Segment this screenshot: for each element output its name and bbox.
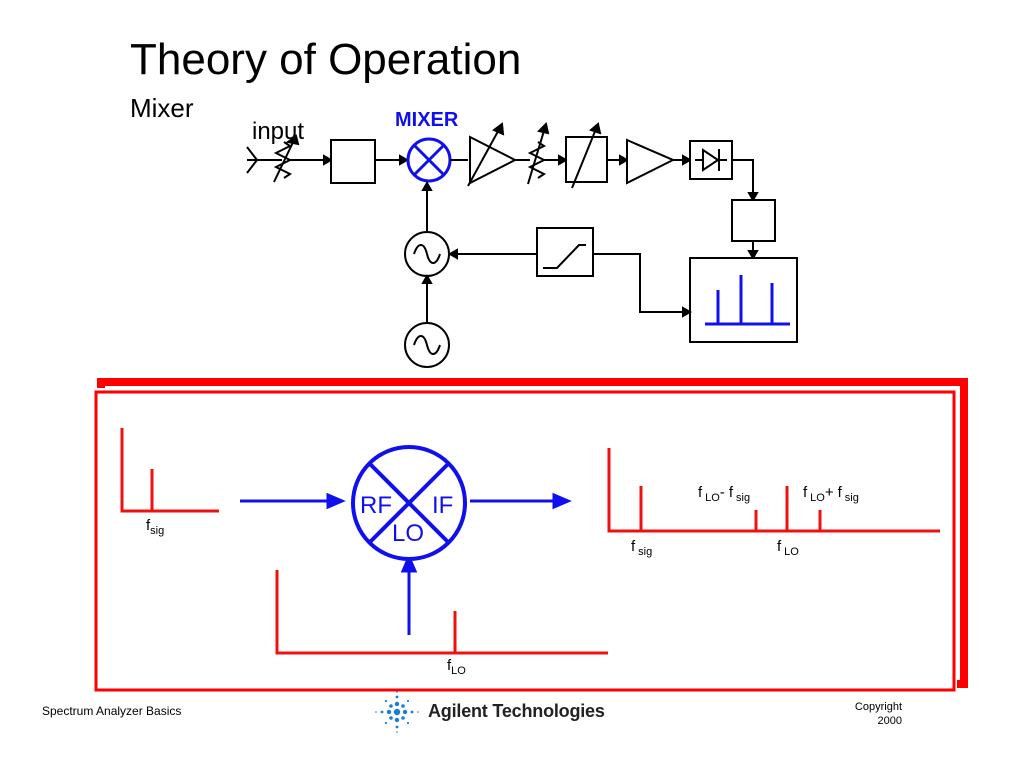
input-fsig-label: fsig [146,517,164,537]
mixer-symbol-icon [351,445,467,561]
lo-spectrum-plot [275,570,608,655]
if-gain-amplifier-icon [467,122,518,187]
local-oscillator-icon [404,231,450,277]
copyright-year: 2000 [877,715,902,727]
if-filter-icon [565,122,608,189]
lo-flo-label: fLO [447,657,466,677]
slide-title: Theory of Operation [130,35,522,84]
reference-oscillator-icon [404,322,450,368]
low-pass-filter-box [330,139,376,184]
log-amplifier-icon [626,138,676,185]
envelope-detector-icon [689,140,733,180]
copyright-line: Copyright [854,701,902,713]
agilent-technologies-logo-text: Agilent Technologies [428,701,605,721]
mixer-label: MIXER [395,109,459,131]
red-frame [94,378,968,692]
copyright-notice: Copyright 2000 [830,700,902,728]
if-attenuator-icon [527,122,550,185]
slide-subtitle: Mixer [130,93,194,123]
output-spectrum-plot [607,448,940,533]
input-label: input [252,118,304,145]
antenna-icon [246,146,268,174]
mixer-if-port: IF [432,492,453,519]
input-attenuator-icon [273,134,300,183]
input-spectrum-plot [120,428,219,513]
mixer-rf-port: RF [360,492,392,519]
spectrum-analyzer-block-diagram: input MIXER [246,109,798,368]
agilent-spark-logo-icon [375,691,419,733]
mixer-lo-port: LO [392,520,424,547]
footer-course-title: Spectrum Analyzer Basics [42,704,182,718]
mixer-icon [406,137,452,183]
sweep-generator-icon [536,227,594,277]
display-screen-icon [689,257,798,343]
video-filter-box [731,199,776,242]
